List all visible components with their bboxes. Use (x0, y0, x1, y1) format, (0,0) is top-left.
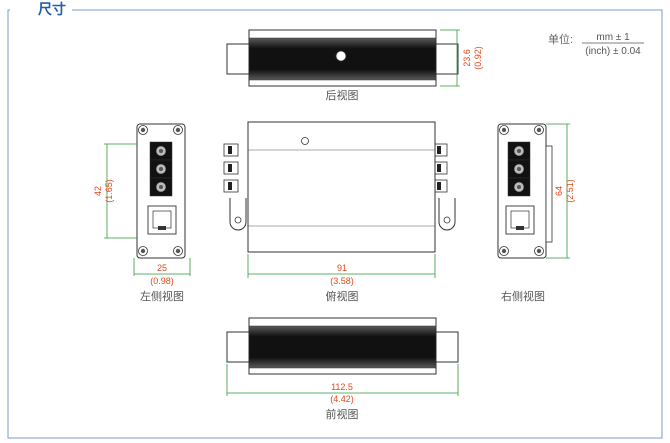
left-side-view: 42 (1.65) 25 (0.98) 左侧视图 (93, 123, 191, 303)
top-view-label: 俯视图 (326, 289, 359, 303)
top-left-mount (223, 143, 247, 231)
frame (7, 9, 663, 439)
section-title: 尺寸 (38, 1, 66, 18)
rear-view-label: 后视图 (326, 88, 359, 102)
rear-height-mm: 23.6 (462, 49, 472, 67)
top-led-indicator (301, 137, 309, 145)
front-view: 112.5 (4.42) 前视图 (226, 317, 459, 421)
left-height-mm: 42 (93, 186, 103, 196)
rear-view: 23.6 (0.92) 后视图 (226, 29, 483, 102)
units-legend: 单位: mm ± 1 (inch) ± 0.04 (548, 32, 644, 57)
left-terminal-block (149, 141, 173, 197)
front-width-inch: (4.42) (330, 394, 354, 404)
top-view: 91 (3.58) 俯视图 (223, 121, 456, 303)
rear-right-foot (435, 43, 459, 75)
top-right-mount (432, 143, 456, 231)
front-right-foot (435, 331, 459, 363)
left-view-label: 左侧视图 (140, 289, 184, 303)
units-numerator: mm ± 1 (596, 32, 630, 43)
right-height-inch: (2.51) (565, 179, 575, 203)
top-housing (247, 121, 436, 253)
front-width-mm: 112.5 (331, 382, 353, 392)
title-backdrop (10, 1, 70, 18)
right-side-view: 64 (2.51) 右侧视图 (497, 123, 575, 303)
right-view-label: 右侧视图 (501, 289, 545, 303)
front-cylinder (248, 325, 437, 369)
right-terminal-block (507, 141, 531, 197)
rear-left-foot (226, 43, 250, 75)
units-prefix: 单位: (548, 32, 573, 46)
left-height-inch: (1.65) (104, 179, 114, 203)
units-denominator: (inch) ± 0.04 (585, 46, 641, 57)
rear-hole (335, 50, 347, 62)
right-height-mm: 64 (554, 186, 564, 196)
right-side-rail (545, 145, 553, 243)
left-width-inch: (0.98) (150, 276, 174, 286)
top-width-mm: 91 (337, 263, 347, 273)
top-width-inch: (3.58) (330, 276, 354, 286)
left-width-mm: 25 (157, 263, 167, 273)
rear-height-inch: (0.92) (473, 46, 483, 70)
front-left-foot (226, 331, 250, 363)
front-view-label: 前视图 (326, 407, 359, 421)
